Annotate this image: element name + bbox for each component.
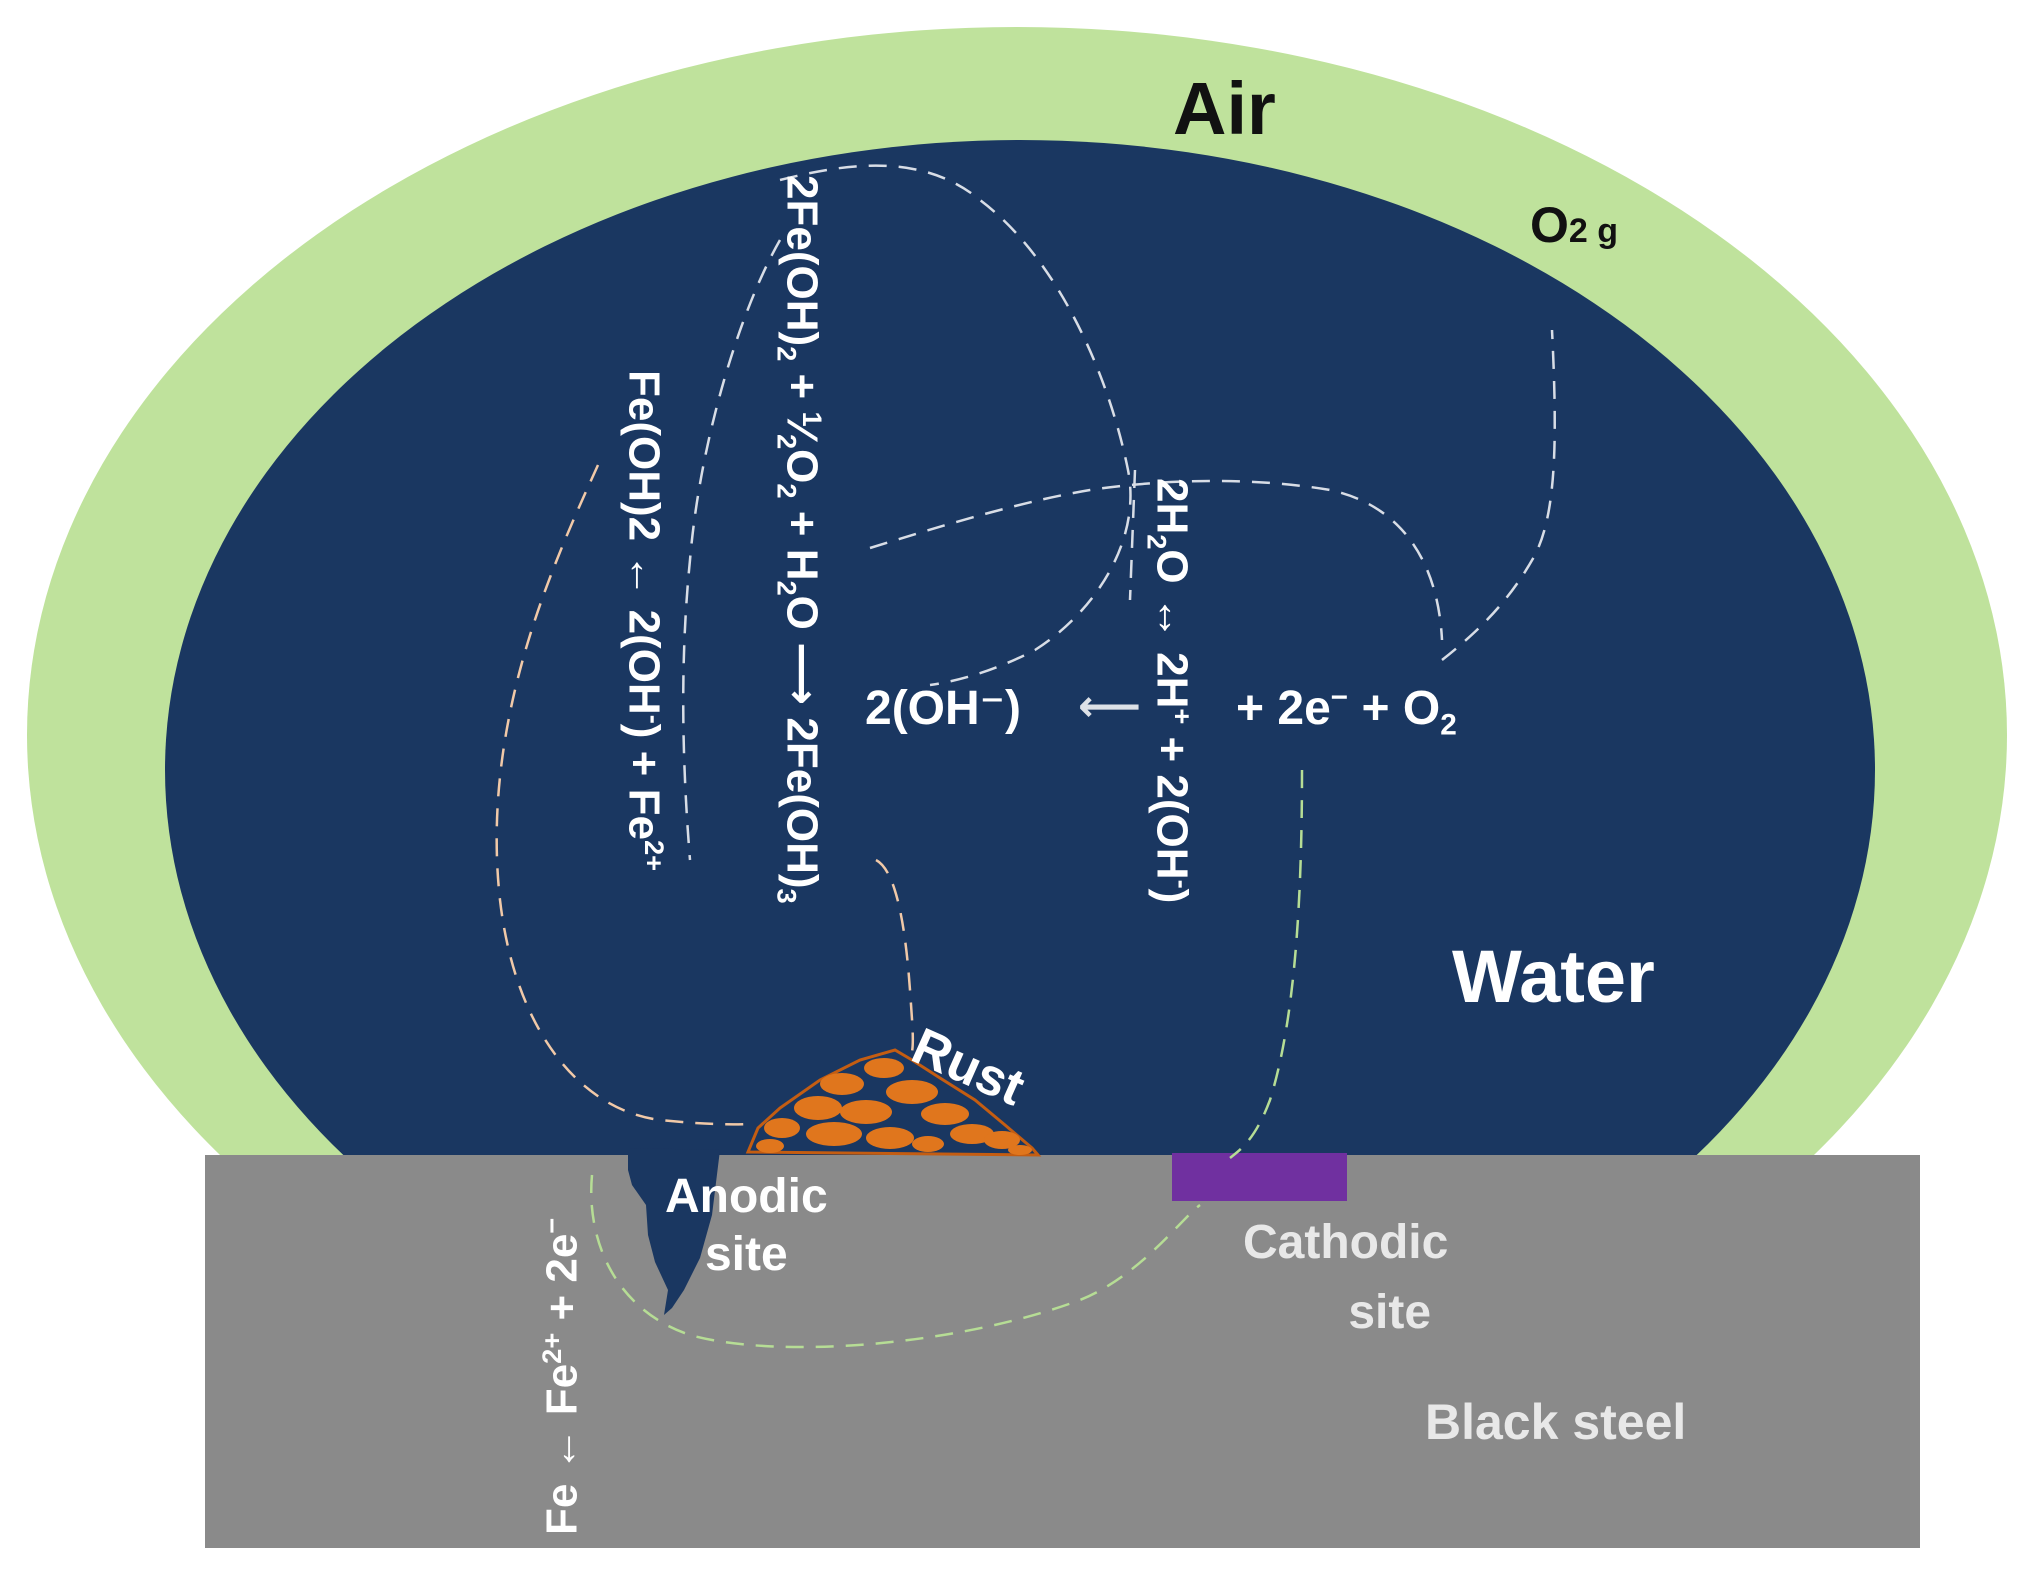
red-sup: − [1330,681,1349,714]
rust-deposit [745,1048,1042,1157]
o2-gas-label: O2 g [1530,200,1618,250]
fe-oh2-sup: - [639,714,670,724]
anodic-pit [628,1148,720,1315]
fe-oh3-s4: 3 [771,888,803,904]
cathodic-line-1: Cathodic [1243,1216,1449,1269]
anodic-line-2: site [704,1227,788,1281]
fe-oh2-equation: Fe(OH)2 ← 2(OH-) + Fe2+ [619,370,670,872]
fe-oh3-frac-den: 2 [771,433,803,450]
fe-oh3-s1: 2 [771,346,803,362]
fe-oh3-a: 2Fe(OH) [777,175,827,347]
fe-oh3-e: O ⟶ 2Fe(OH) [777,595,827,889]
fe-ox-sup2: − [536,1217,567,1234]
o2-gas-main: O [1530,197,1569,253]
fe-oh2-sup2: 2+ [639,839,670,872]
water-dissociation-equation: 2H2O ↔ 2H+ + 2(OH-) [1141,478,1198,904]
water-droplet [165,140,1875,1400]
wd-d: ) [1147,888,1197,904]
fe-oh2-b: ) + Fe [619,723,669,840]
black-steel-label: Black steel [1425,1394,1687,1450]
hydroxide-label: 2(OH⁻) [865,682,1021,735]
fe-oh2-a: Fe(OH)2 ← 2(OH [619,370,669,715]
fe-oxidation-equation: Fe ← Fe2+ + 2e− [536,1217,587,1535]
cathodic-line-2: site [1348,1285,1432,1339]
red-sub: 2 [1440,708,1457,742]
wd-b: O ↔ 2H [1147,549,1197,709]
anodic-line-1: Anodic [665,1170,828,1223]
fe-oh3-frac-num: 1 [797,411,828,427]
rust-pathways [495,464,915,1126]
electron-pathways [590,769,1304,1349]
fe-oh3-equation: 2Fe(OH)2 + 1⁄2O2 + H2O ⟶ 2Fe(OH)3 [771,175,828,904]
fe-oh3-b: + [777,361,827,412]
anodic-site-label: Anodic site [665,1168,828,1283]
cathodic-site-label: Cathodic site [1243,1208,1448,1347]
fe-ox-a: Fe ← Fe [537,1363,587,1535]
red-b: + O [1348,682,1441,735]
fe-oh3-d: + H [777,498,827,581]
reaction-pathways [682,164,1556,861]
fe-ox-sup: 2+ [536,1332,567,1364]
fe-oh3-c: O [777,449,827,484]
hydroxide-arrow: ⟵ [1078,682,1142,731]
black-steel-slab [205,1155,1920,1548]
fe-oh3-s2: 2 [771,483,803,499]
wd-s1: 2 [1141,534,1173,550]
cathodic-site-bar [1172,1153,1347,1201]
o2-gas-sub: 2 g [1568,212,1619,250]
air-label: Air [1173,67,1276,150]
water-label: Water [1452,935,1655,1018]
oxygen-reduction-label: + 2e− + O2 [1236,683,1457,740]
fe-oh3-s3: 2 [771,580,803,596]
red-a: + 2e [1236,682,1331,735]
wd-a: 2H [1147,478,1197,535]
wd-c: + 2(OH [1147,724,1197,880]
wd-sup2: - [1167,879,1198,889]
fe-ox-b: + 2e [537,1233,587,1333]
wd-sup: + [1167,708,1198,725]
